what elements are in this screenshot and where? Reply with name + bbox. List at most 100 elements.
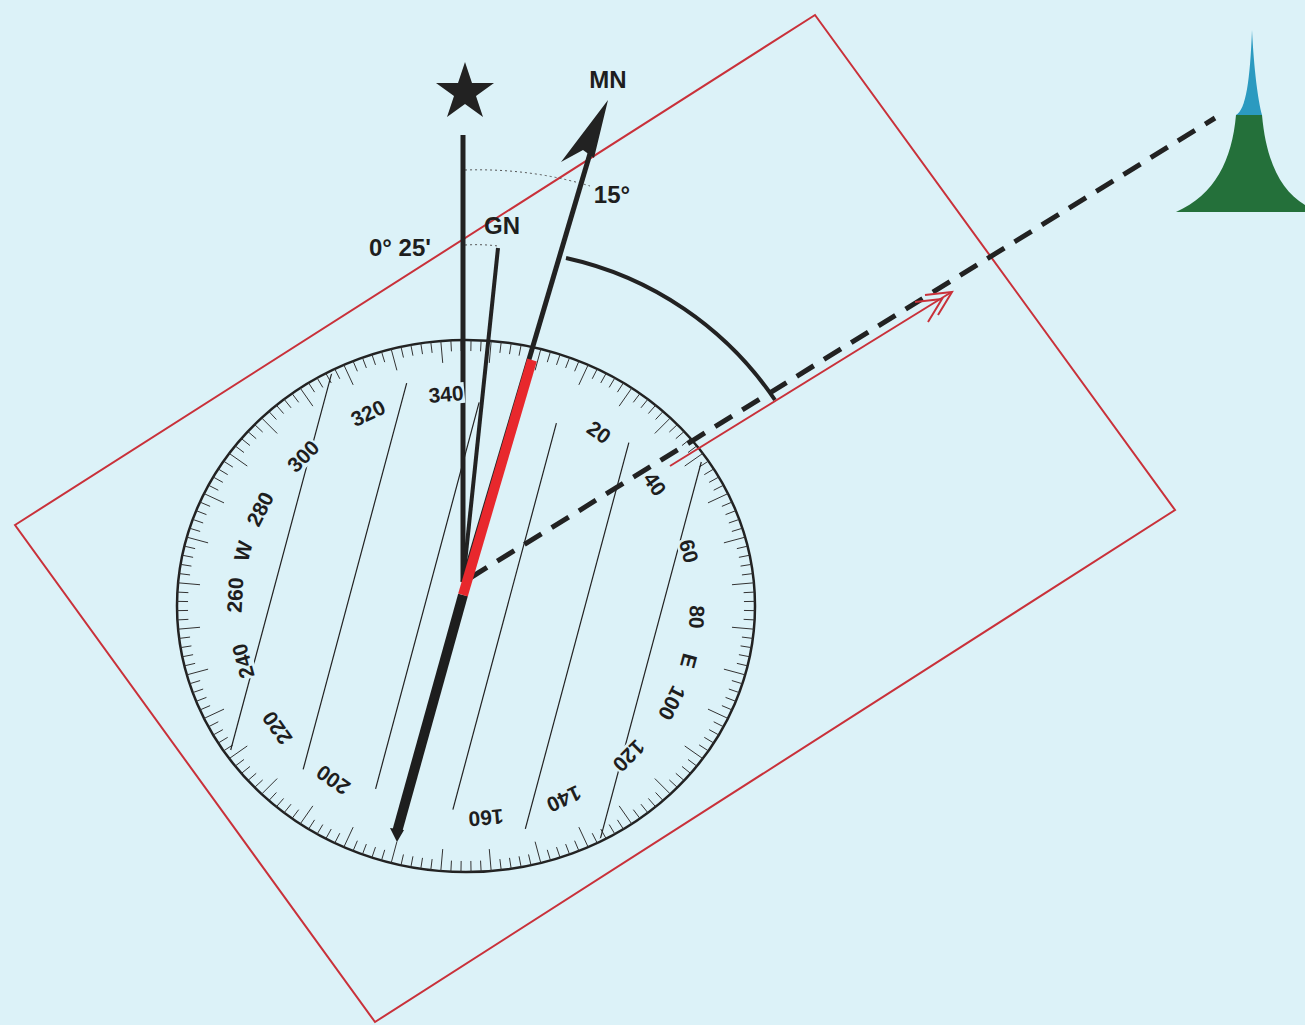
tick	[196, 697, 206, 701]
tick	[208, 485, 218, 490]
tick	[317, 825, 323, 834]
tick	[229, 453, 247, 466]
tick	[276, 798, 283, 806]
true-north-line	[461, 135, 466, 582]
tick	[609, 378, 615, 387]
tick	[196, 511, 206, 515]
dial-number: 20	[582, 416, 615, 448]
tick	[177, 601, 188, 602]
dial-number: W	[230, 538, 256, 565]
tick	[729, 519, 739, 523]
dial-ring	[177, 340, 755, 872]
tick	[732, 627, 754, 629]
tick	[269, 792, 277, 800]
tick	[309, 820, 315, 829]
convergence-arc	[465, 245, 498, 246]
mn-label: MN	[589, 68, 626, 92]
tick	[656, 411, 664, 419]
tick	[241, 766, 250, 773]
tick	[353, 841, 357, 851]
orienting-lines	[231, 364, 702, 849]
tick	[284, 804, 291, 813]
tick	[276, 405, 283, 413]
tick	[547, 850, 550, 861]
travel-arrowhead	[915, 292, 952, 322]
tick	[218, 737, 227, 743]
dial-number: 320	[347, 396, 389, 431]
tick	[535, 842, 541, 863]
tick	[372, 354, 376, 364]
tick	[179, 637, 190, 638]
tick	[547, 352, 550, 363]
tick	[262, 779, 278, 795]
tick	[633, 394, 640, 403]
tick	[529, 854, 531, 865]
tick	[262, 418, 278, 434]
tick	[708, 709, 728, 718]
tick	[480, 340, 482, 351]
orienting-line	[303, 383, 407, 769]
dial-number: 340	[426, 382, 465, 406]
tick	[470, 340, 471, 351]
tick	[500, 342, 501, 353]
tick	[450, 340, 452, 351]
tick	[617, 820, 623, 829]
tick	[213, 730, 223, 735]
tick	[737, 663, 748, 665]
tick	[633, 810, 640, 819]
tick	[187, 537, 208, 543]
tick	[656, 792, 664, 800]
tick	[509, 858, 511, 869]
tick	[566, 844, 570, 854]
tick	[535, 349, 541, 370]
tick	[344, 827, 353, 847]
tree	[1176, 115, 1305, 212]
tick	[204, 494, 224, 503]
dial-number: 200	[312, 761, 354, 799]
tick	[200, 502, 210, 506]
tick	[744, 601, 755, 602]
dial-number: 120	[609, 736, 650, 777]
tick	[441, 849, 443, 871]
tick	[208, 722, 218, 727]
tick	[619, 388, 632, 406]
magnetic-north-arrowhead	[561, 100, 608, 162]
tick	[655, 418, 671, 434]
tick	[362, 844, 366, 854]
tick	[441, 341, 443, 363]
tick	[431, 859, 432, 870]
tick	[190, 681, 201, 684]
tick	[742, 637, 753, 638]
tick	[255, 425, 263, 433]
tick	[744, 610, 755, 611]
orienting-line	[598, 462, 702, 848]
tick	[372, 847, 376, 857]
tick	[579, 365, 588, 385]
tick	[326, 829, 331, 839]
dial-number: 100	[654, 681, 690, 724]
tick	[193, 689, 203, 693]
tick	[592, 369, 597, 379]
tick	[699, 745, 708, 751]
tick	[335, 833, 340, 843]
dial-number: E	[677, 651, 701, 672]
dial-number: 220	[257, 707, 295, 749]
tick	[732, 583, 754, 585]
orienting-line	[525, 443, 629, 829]
tick	[182, 555, 193, 557]
tick	[411, 345, 413, 356]
tick	[190, 528, 201, 531]
convergence-label: 0° 25'	[369, 236, 431, 260]
dial-number: 60	[676, 536, 703, 566]
tick	[421, 343, 423, 354]
tick	[292, 810, 299, 819]
tick	[732, 681, 743, 684]
tick	[177, 610, 188, 611]
tick	[601, 373, 606, 383]
tick	[714, 485, 724, 490]
tick	[255, 780, 263, 788]
tick	[184, 663, 195, 665]
tick	[592, 833, 597, 843]
tick	[676, 773, 684, 780]
